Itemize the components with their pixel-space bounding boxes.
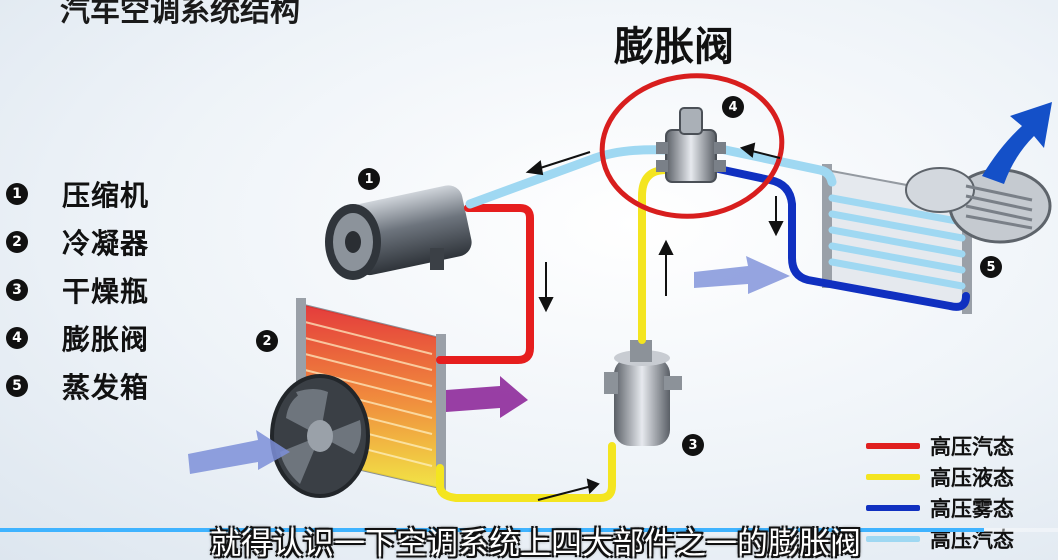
part-number: 4: [6, 327, 28, 349]
legend-item: 高压汽态: [866, 430, 1014, 461]
evaporator-blower: [905, 167, 1052, 244]
evaporator-air-arrow: [694, 256, 790, 294]
part-name: 干燥瓶: [62, 275, 150, 308]
video-progress-fill: [0, 528, 984, 532]
legend-item: 高压液态: [866, 461, 1014, 492]
dryer-badge: 3: [682, 434, 704, 456]
part-item-evaporator: 5 蒸发箱: [6, 362, 149, 410]
part-item-valve: 4 膨胀阀: [6, 314, 149, 362]
diagram-title: 汽车空调系统结构: [60, 0, 300, 29]
legend-swatch: [866, 504, 920, 511]
part-number: 5: [6, 375, 28, 397]
incoming-air-arrow: [188, 430, 290, 474]
compressor: [325, 185, 472, 280]
legend-swatch: [866, 535, 920, 542]
part-number: 2: [6, 231, 28, 253]
cool-air-arrow: [982, 102, 1052, 184]
valve-badge: 4: [722, 96, 744, 118]
hot-air-arrow: [446, 376, 528, 418]
callout-ring: [599, 73, 785, 219]
video-subtitle: 就得认识一下空调系统上四大部件之一的膨胀阀: [210, 526, 861, 560]
legend-label: 高压汽态: [930, 434, 1014, 459]
condenser-badge: 2: [256, 330, 278, 352]
part-number: 1: [6, 183, 28, 205]
legend-swatch: [866, 442, 920, 449]
part-name: 压缩机: [62, 179, 150, 212]
compressor-badge: 1: [358, 168, 380, 190]
part-number: 3: [6, 279, 28, 301]
parts-list: 1 压缩机 2 冷凝器 3 干燥瓶 4 膨胀阀 5 蒸发箱: [6, 170, 149, 410]
part-name: 冷凝器: [62, 227, 150, 260]
legend-label: 高压雾态: [930, 496, 1014, 521]
legend-swatch: [866, 473, 920, 480]
evaporator-badge: 5: [980, 256, 1002, 278]
legend-label: 高压液态: [930, 465, 1014, 490]
part-name: 蒸发箱: [62, 371, 150, 404]
part-name: 膨胀阀: [62, 323, 150, 356]
valve-callout-label: 膨胀阀: [614, 24, 734, 70]
legend-item: 高压雾态: [866, 492, 1014, 523]
part-item-dryer: 3 干燥瓶: [6, 266, 149, 314]
expansion-valve: [656, 107, 726, 183]
part-item-condenser: 2 冷凝器: [6, 218, 149, 266]
part-item-compressor: 1 压缩机: [6, 170, 149, 218]
legend: 高压汽态 高压液态 高压雾态 高压汽态: [866, 430, 1014, 554]
flow-arrows: [525, 142, 784, 501]
video-progress-bar[interactable]: [0, 528, 1058, 532]
receiver-dryer: [604, 340, 682, 446]
condenser-fan: [270, 374, 370, 498]
